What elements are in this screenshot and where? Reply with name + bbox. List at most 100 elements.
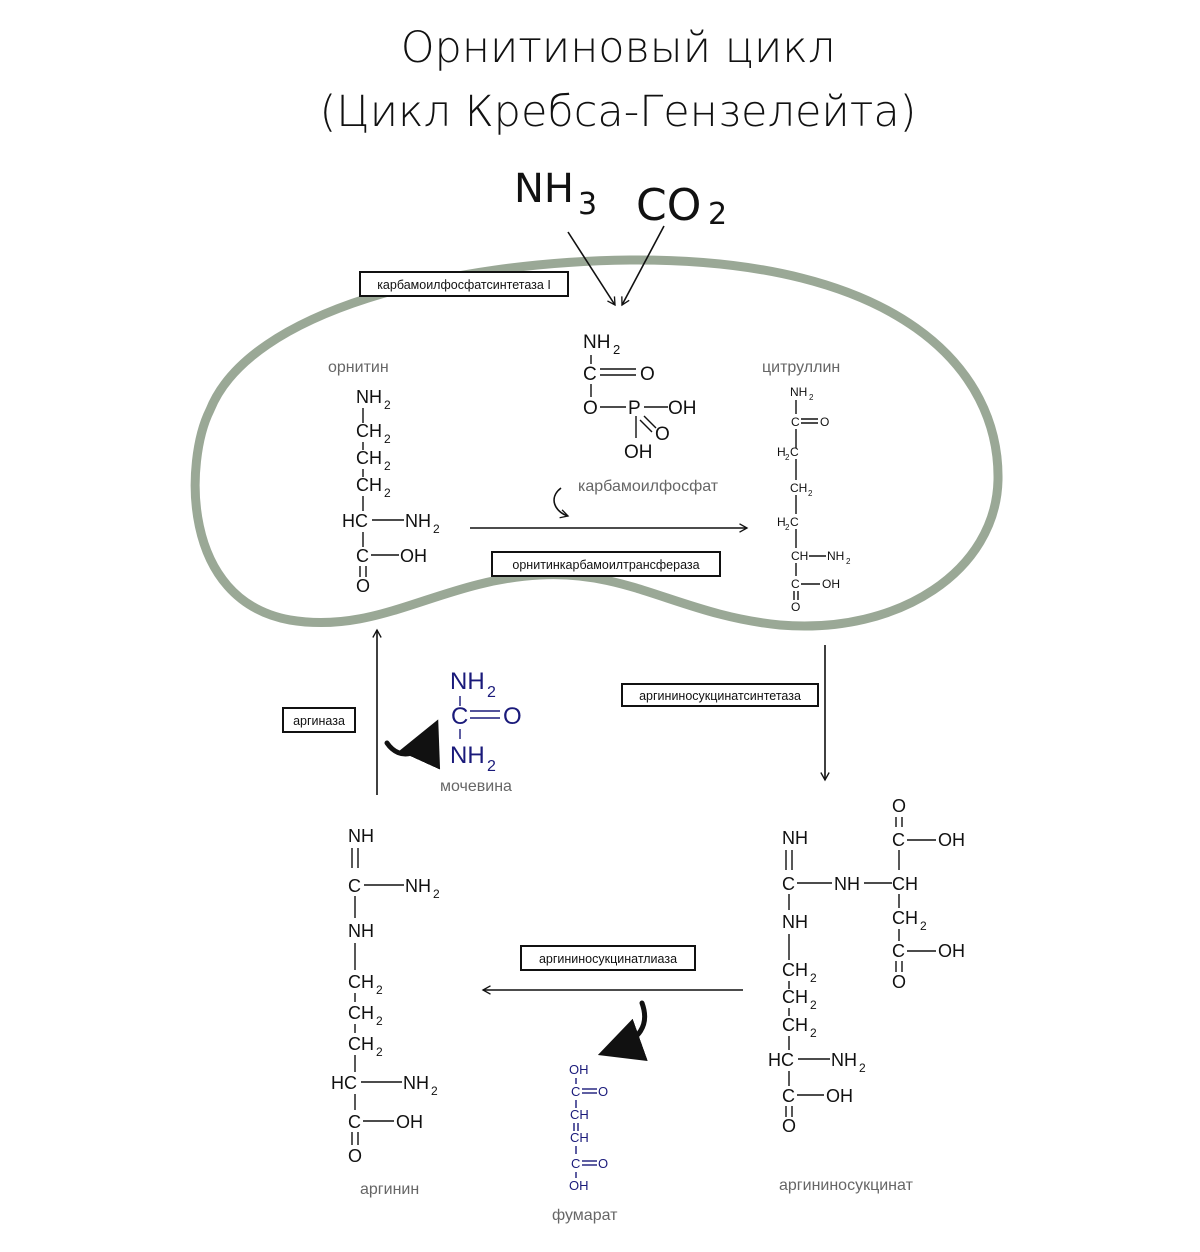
svg-text:OH: OH (569, 1178, 589, 1193)
svg-text:2: 2 (810, 971, 817, 985)
label-citrulline: цитруллин (762, 359, 840, 376)
svg-text:CH: CH (356, 475, 382, 495)
svg-text:O: O (782, 1116, 796, 1136)
svg-text:2: 2 (809, 393, 814, 402)
svg-text:аргининосукцинатлиаза: аргининосукцинатлиаза (539, 952, 677, 966)
svg-text:NH: NH (403, 1073, 429, 1093)
svg-text:2: 2 (810, 1026, 817, 1040)
svg-text:CH: CH (348, 1034, 374, 1054)
svg-text:2: 2 (487, 758, 496, 775)
svg-text:C: C (451, 703, 468, 730)
enzyme-otc: орнитинкарбамоилтрансфераза (491, 551, 721, 577)
svg-text:NH: NH (583, 332, 610, 353)
fumarate-release-arrow (597, 1000, 648, 1062)
svg-text:2: 2 (810, 998, 817, 1012)
svg-text:2: 2 (376, 983, 383, 997)
label-urea: мочевина (440, 778, 512, 795)
svg-text:2: 2 (487, 684, 496, 701)
svg-text:2: 2 (384, 459, 391, 473)
svg-text:OH: OH (624, 442, 653, 463)
svg-text:OH: OH (400, 546, 427, 566)
svg-text:C: C (791, 415, 800, 429)
co2-label: CO 2 (636, 180, 727, 232)
svg-text:C: C (892, 830, 905, 850)
svg-text:O: O (820, 415, 829, 429)
svg-text:NH: NH (782, 828, 808, 848)
svg-text:OH: OH (938, 830, 965, 850)
svg-text:OH: OH (938, 941, 965, 961)
svg-text:O: O (791, 600, 800, 614)
svg-text:NH: NH (790, 385, 807, 399)
svg-text:2: 2 (808, 489, 813, 498)
svg-text:2: 2 (846, 557, 851, 566)
svg-text:CH: CH (356, 421, 382, 441)
label-argininosuccinate: аргининосукцинат (779, 1177, 914, 1194)
svg-text:HC: HC (342, 511, 368, 531)
svg-text:2: 2 (785, 453, 790, 462)
svg-text:C: C (791, 577, 800, 591)
svg-text:2: 2 (859, 1061, 866, 1075)
svg-text:2: 2 (613, 342, 620, 357)
svg-text:C: C (571, 1156, 580, 1171)
svg-text:2: 2 (708, 197, 727, 232)
svg-text:аргининосукцинатсинтетаза: аргининосукцинатсинтетаза (639, 689, 801, 703)
svg-text:NH: NH (827, 549, 844, 563)
svg-text:C: C (790, 515, 799, 529)
svg-text:O: O (598, 1156, 608, 1171)
svg-text:O: O (892, 796, 906, 816)
svg-text:P: P (628, 398, 641, 419)
enzyme-arginase: аргиназа (282, 707, 356, 733)
svg-text:CO: CO (636, 180, 701, 231)
svg-text:C: C (348, 876, 361, 896)
label-ornithine: орнитин (328, 359, 389, 376)
enzyme-asl: аргининосукцинатлиаза (520, 945, 696, 971)
citrulline-structure: NH 2 C O H 2 C CH 2 H 2 C CH NH 2 C OH O (777, 385, 851, 614)
svg-text:CH: CH (348, 972, 374, 992)
svg-text:2: 2 (920, 919, 927, 933)
label-carbamoyl-phosphate: карбамоилфосфат (578, 478, 719, 495)
svg-text:C: C (782, 874, 795, 894)
co2-arrow (621, 225, 665, 307)
nh3-label: NH 3 (514, 166, 597, 222)
svg-text:CH: CH (782, 987, 808, 1007)
urea-release-arrow (384, 719, 441, 770)
svg-text:орнитинкарбамоилтрансфераза: орнитинкарбамоилтрансфераза (512, 558, 699, 572)
svg-text:O: O (356, 576, 370, 596)
svg-text:HC: HC (768, 1050, 794, 1070)
svg-text:CH: CH (791, 549, 808, 563)
svg-text:NH: NH (450, 668, 485, 695)
ornithine-structure: NH 2 CH 2 CH 2 CH 2 HC NH 2 C OH O (342, 387, 440, 596)
svg-text:O: O (640, 364, 655, 385)
svg-text:2: 2 (785, 523, 790, 532)
svg-text:2: 2 (384, 398, 391, 412)
enzyme-ass: аргининосукцинатсинтетаза (621, 683, 819, 707)
svg-text:OH: OH (668, 398, 697, 419)
svg-text:C: C (892, 941, 905, 961)
svg-text:O: O (892, 972, 906, 992)
svg-text:3: 3 (578, 187, 597, 222)
title-line-1: Орнитиновый цикл (401, 23, 836, 73)
svg-text:CH: CH (790, 481, 807, 495)
svg-text:C: C (782, 1086, 795, 1106)
svg-text:NH: NH (834, 874, 860, 894)
svg-text:NH: NH (356, 387, 382, 407)
carbamoyl-phosphate-structure: NH 2 C O O P OH O OH (583, 332, 697, 463)
svg-text:H: H (777, 515, 786, 529)
svg-text:NH: NH (405, 876, 431, 896)
svg-text:NH: NH (405, 511, 431, 531)
svg-text:OH: OH (822, 577, 840, 591)
svg-text:CH: CH (348, 1003, 374, 1023)
svg-text:CH: CH (570, 1107, 589, 1122)
svg-text:CH: CH (782, 960, 808, 980)
svg-text:OH: OH (396, 1112, 423, 1132)
svg-text:NH: NH (348, 826, 374, 846)
svg-text:C: C (356, 546, 369, 566)
title-line-2: (Цикл Кребса-Гензелейта) (320, 87, 917, 137)
svg-text:карбамоилфосфатсинтетаза I: карбамоилфосфатсинтетаза I (377, 278, 551, 292)
svg-text:C: C (790, 445, 799, 459)
svg-text:NH: NH (348, 921, 374, 941)
label-arginine: аргинин (360, 1181, 419, 1198)
svg-text:CH: CH (782, 1015, 808, 1035)
svg-text:O: O (655, 424, 670, 445)
